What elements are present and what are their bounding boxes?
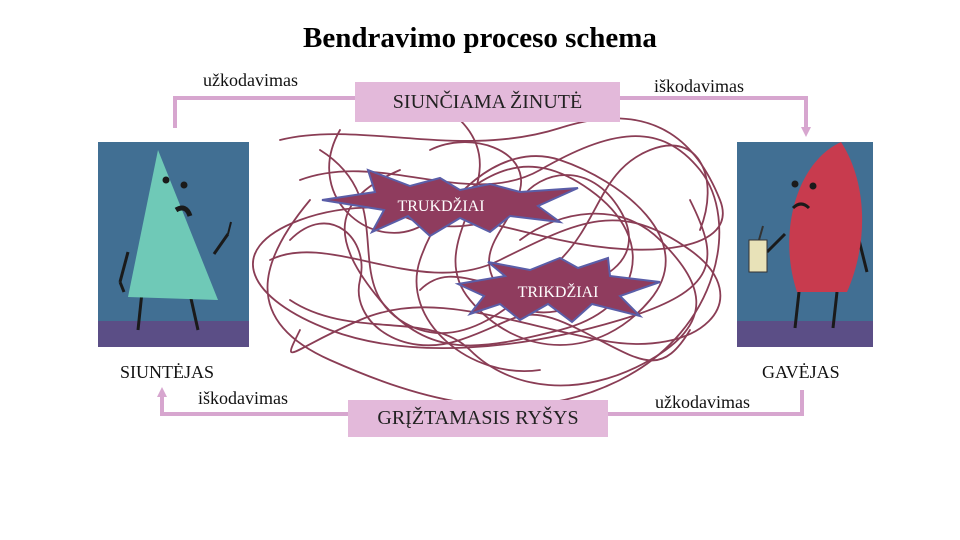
sender-label: SIUNTĖJAS — [120, 362, 215, 382]
noise-star-2 — [454, 256, 661, 324]
feedback-box: GRĮŽTAMASIS RYŠYS — [348, 400, 608, 437]
message-box: SIUNČIAMA ŽINUTĖ — [355, 82, 620, 122]
receiver-floor — [737, 321, 873, 347]
noise-star-1 — [321, 168, 579, 238]
receiver-illustration — [737, 142, 873, 347]
decoding-label-bottom: iškodavimas — [198, 388, 288, 408]
encoding-label-bottom: užkodavimas — [655, 392, 750, 412]
encoding-label-top: užkodavimas — [203, 70, 298, 90]
noise-label-2: TRIKDŽIAI — [518, 282, 599, 301]
receiver-character-icon — [748, 142, 869, 329]
receiver-label: GAVĖJAS — [762, 362, 840, 382]
noise-label-1: TRUKDŽIAI — [397, 196, 484, 215]
diagram-title: Bendravimo proceso schema — [303, 22, 657, 54]
sender-floor — [98, 321, 249, 347]
sender-character-icon — [118, 150, 232, 331]
sender-illustration — [98, 142, 249, 347]
decoding-label-top: iškodavimas — [654, 76, 744, 96]
